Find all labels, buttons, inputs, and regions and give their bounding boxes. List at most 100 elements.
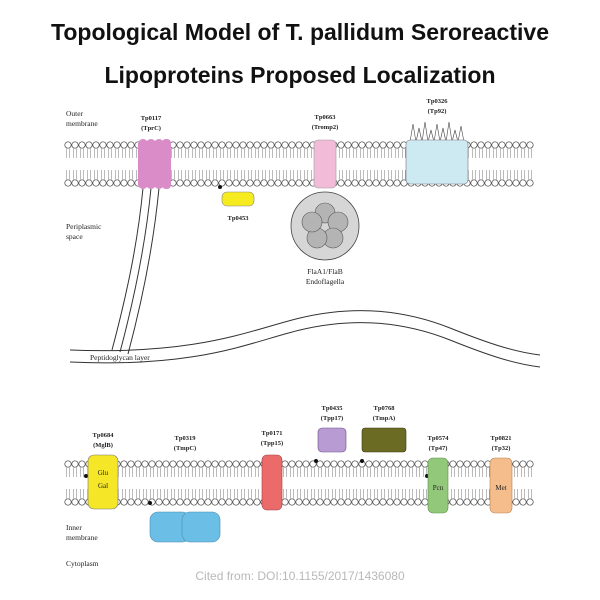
tp0684-lipid-anchor bbox=[84, 474, 88, 478]
tp0117-tprc-protein bbox=[138, 139, 171, 189]
lipid-head bbox=[386, 460, 394, 468]
tp0574-pcn: Pcn bbox=[433, 484, 444, 492]
tp0326-label: Tp0326 bbox=[427, 98, 449, 105]
lipid-head bbox=[197, 141, 205, 149]
lipid-head bbox=[414, 460, 422, 468]
lipid-head bbox=[295, 498, 303, 506]
lipid-head bbox=[127, 498, 135, 506]
lipid-head bbox=[120, 460, 128, 468]
lipid-head bbox=[393, 141, 401, 149]
lipid-head bbox=[477, 460, 485, 468]
lipid-head bbox=[288, 460, 296, 468]
lipid-head bbox=[92, 141, 100, 149]
lipid-head bbox=[302, 460, 310, 468]
citation: Cited from: DOI:10.1155/2017/1436080 bbox=[195, 569, 405, 583]
lipid-head bbox=[505, 179, 513, 187]
tp0319-alias: (TmpC) bbox=[174, 445, 196, 452]
lipid-head bbox=[120, 141, 128, 149]
lipid-head bbox=[351, 460, 359, 468]
lipid-head bbox=[183, 460, 191, 468]
inner-membrane-bilayer bbox=[64, 460, 534, 506]
lipid-head bbox=[407, 498, 415, 506]
lipid-head bbox=[372, 460, 380, 468]
lipid-head bbox=[106, 141, 114, 149]
lipid-head bbox=[197, 179, 205, 187]
lipid-head bbox=[204, 141, 212, 149]
lipid-head bbox=[71, 141, 79, 149]
lipid-head bbox=[99, 179, 107, 187]
lipid-head bbox=[498, 179, 506, 187]
lipid-head bbox=[204, 179, 212, 187]
lipid-head bbox=[330, 498, 338, 506]
lipid-head bbox=[155, 460, 163, 468]
lipid-head bbox=[519, 141, 527, 149]
lipid-head bbox=[526, 179, 534, 187]
tp0435-lipid-anchor bbox=[314, 459, 318, 463]
inner-membrane-label-1: Inner bbox=[66, 523, 82, 532]
lipid-head bbox=[337, 179, 345, 187]
lipid-head bbox=[169, 498, 177, 506]
lipid-head bbox=[351, 498, 359, 506]
tp0117-label: Tp0117 bbox=[141, 115, 162, 122]
tp0319-lipid-anchor bbox=[148, 501, 152, 505]
lipid-head bbox=[484, 141, 492, 149]
lipid-head bbox=[190, 498, 198, 506]
lipid-head bbox=[330, 460, 338, 468]
lipid-head bbox=[134, 460, 142, 468]
lipid-head bbox=[379, 179, 387, 187]
tp0684-label: Tp0684 bbox=[93, 432, 115, 439]
periplasmic-space-label-1: Periplasmic bbox=[66, 222, 102, 231]
lipid-head bbox=[288, 141, 296, 149]
lipid-head bbox=[190, 460, 198, 468]
lipid-head bbox=[190, 141, 198, 149]
lipid-head bbox=[351, 141, 359, 149]
lipid-head bbox=[463, 460, 471, 468]
lipid-head bbox=[386, 498, 394, 506]
lipid-head bbox=[512, 498, 520, 506]
lipid-head bbox=[246, 498, 254, 506]
tp0171-label: Tp0171 bbox=[262, 430, 283, 437]
lipid-head bbox=[337, 460, 345, 468]
lipid-head bbox=[470, 179, 478, 187]
lipid-head bbox=[183, 179, 191, 187]
lipid-head bbox=[393, 498, 401, 506]
lipid-head bbox=[162, 498, 170, 506]
outer-membrane-label-1: Outer bbox=[66, 109, 84, 118]
lipid-head bbox=[386, 141, 394, 149]
lipid-head bbox=[526, 141, 534, 149]
tp0768-alias: (TmpA) bbox=[373, 415, 395, 422]
lipid-head bbox=[183, 141, 191, 149]
lipid-head bbox=[260, 141, 268, 149]
periplasmic-space-label-2: space bbox=[66, 232, 83, 241]
lipid-head bbox=[162, 460, 170, 468]
lipid-head bbox=[379, 498, 387, 506]
lipid-head bbox=[358, 498, 366, 506]
lipid-head bbox=[281, 460, 289, 468]
lipid-head bbox=[372, 179, 380, 187]
lipid-head bbox=[407, 460, 415, 468]
lipid-head bbox=[225, 179, 233, 187]
lipid-head bbox=[148, 460, 156, 468]
lipid-head bbox=[64, 179, 72, 187]
endoflagella-cross-section bbox=[290, 191, 360, 261]
lipid-head bbox=[239, 460, 247, 468]
lipid-head bbox=[204, 460, 212, 468]
lipid-head bbox=[106, 179, 114, 187]
lipid-head bbox=[239, 498, 247, 506]
lipid-head bbox=[92, 179, 100, 187]
tp0768-lipid-anchor bbox=[360, 459, 364, 463]
lipid-head bbox=[470, 460, 478, 468]
lipid-head bbox=[344, 460, 352, 468]
tp0435-tpp17-protein bbox=[317, 427, 347, 453]
tp0821-label: Tp0821 bbox=[491, 435, 512, 442]
lipid-head bbox=[246, 179, 254, 187]
lipid-head bbox=[351, 179, 359, 187]
lipid-head bbox=[120, 498, 128, 506]
lipid-head bbox=[127, 141, 135, 149]
lipid-head bbox=[393, 179, 401, 187]
lipid-head bbox=[239, 141, 247, 149]
lipid-head bbox=[400, 460, 408, 468]
lipid-head bbox=[85, 179, 93, 187]
lipid-head bbox=[190, 179, 198, 187]
